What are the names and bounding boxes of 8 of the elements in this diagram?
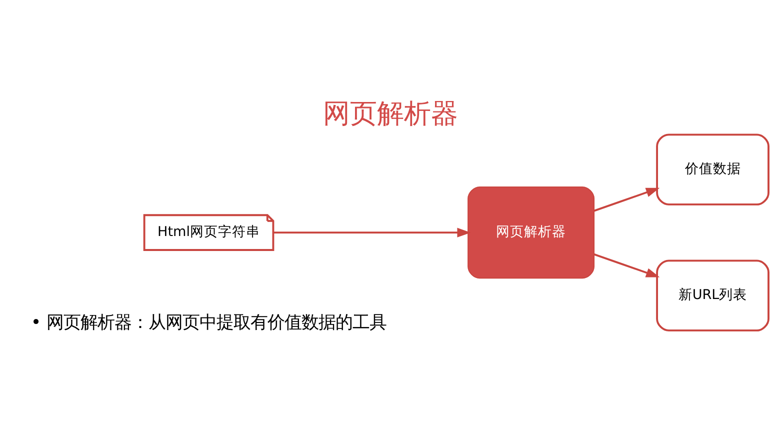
arrow xyxy=(594,188,660,212)
node-box: 价值数据 xyxy=(656,134,770,206)
node-box: 网页解析器 xyxy=(468,186,595,279)
arrow xyxy=(594,253,660,278)
node-box: 新URL列表 xyxy=(656,260,770,332)
diagram-title: 网页解析器 xyxy=(323,98,458,130)
label: • 网页解析器：从网页中提取有价值数据的工具 xyxy=(30,312,387,333)
arrow xyxy=(273,228,471,238)
